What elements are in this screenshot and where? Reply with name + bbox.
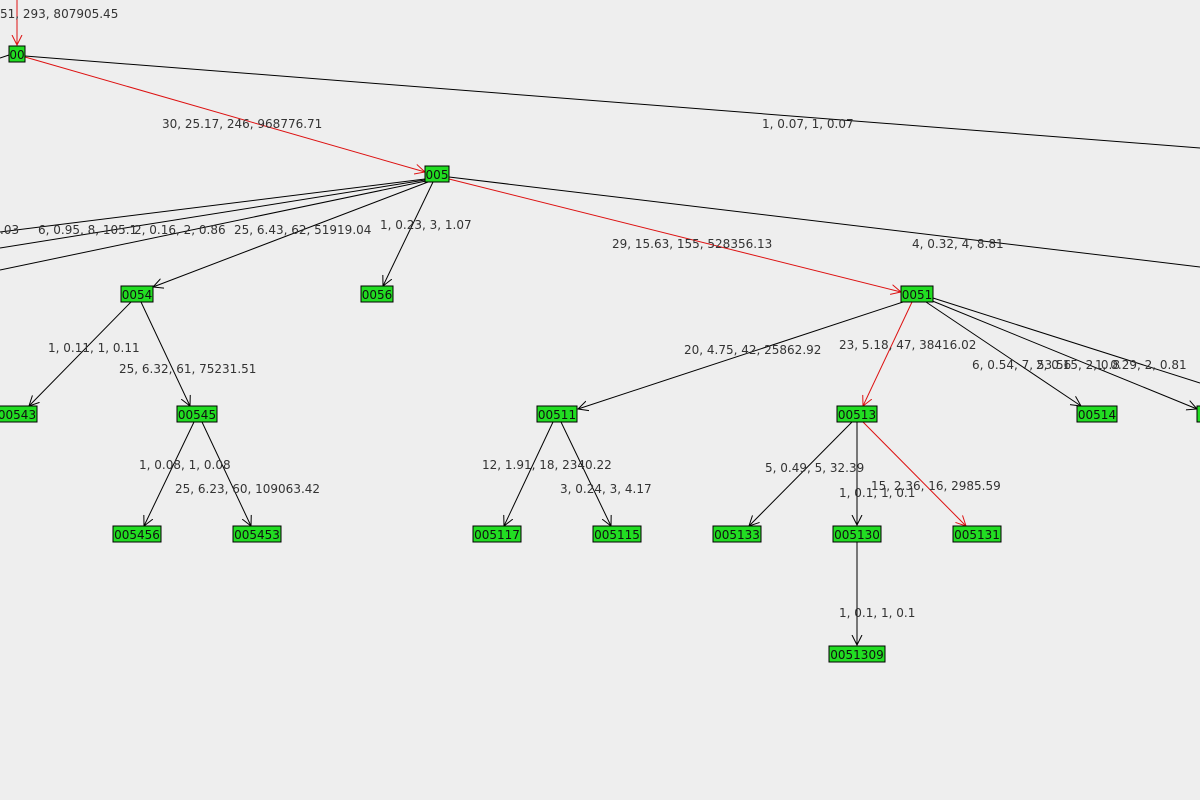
edge-00511-005115 bbox=[560, 421, 611, 526]
edge-0051-right2 bbox=[929, 299, 1197, 409]
edge-label-005-left2: 6, 0.95, 8, 105.1 bbox=[38, 223, 137, 237]
edge-label-005-right: 4, 0.32, 4, 8.81 bbox=[912, 237, 1004, 251]
edge-00545-005453 bbox=[201, 421, 251, 526]
node-label: 005456 bbox=[114, 528, 160, 542]
edge-0051-00513 bbox=[863, 301, 913, 406]
edge-005-left3 bbox=[0, 180, 427, 271]
node-label: 00543 bbox=[0, 408, 36, 422]
node-0051[interactable]: 0051 bbox=[900, 285, 934, 303]
edge-0051-right3 bbox=[932, 297, 1200, 384]
node-0056[interactable]: 0056 bbox=[360, 285, 394, 303]
edge-label-00-005: 30, 25.17, 246, 968776.71 bbox=[162, 117, 322, 131]
edge-label-005-left1: .03 bbox=[0, 223, 19, 237]
edge-label-00545-005453: 25, 6.23, 60, 109063.42 bbox=[175, 482, 320, 496]
edge-label-0054-00545: 25, 6.32, 61, 75231.51 bbox=[119, 362, 256, 376]
node-005115[interactable]: 005115 bbox=[592, 525, 642, 543]
edge-label-0051-right3: 1, 0.29, 2, 0.81 bbox=[1095, 358, 1187, 372]
node-00513[interactable]: 00513 bbox=[836, 405, 878, 423]
edge-00513-005131 bbox=[862, 421, 966, 526]
edge-0054-00545 bbox=[140, 301, 190, 406]
node-label: 00 bbox=[9, 48, 24, 62]
edge-00-right bbox=[24, 55, 1200, 149]
node-label: 00511 bbox=[538, 408, 576, 422]
node-label: 00545 bbox=[178, 408, 216, 422]
nodes: 00 005 0054 0056 0051 00543 00545 00511 bbox=[0, 45, 1200, 663]
edges bbox=[0, 0, 1200, 645]
node-label: 0051309 bbox=[830, 648, 883, 662]
edge-label-00545-005456: 1, 0.08, 1, 0.08 bbox=[139, 458, 231, 472]
node-0054[interactable]: 0054 bbox=[120, 285, 154, 303]
edge-00513-005133 bbox=[749, 421, 853, 526]
edge-label-0051-right2: 2, 0.15, 2, 0.8 bbox=[1036, 358, 1120, 372]
edge-label-top: 51, 293, 807905.45 bbox=[0, 7, 118, 21]
node-label: 0056 bbox=[362, 288, 393, 302]
edge-005-right bbox=[448, 176, 1200, 268]
edge-label-00513-005133: 5, 0.49, 5, 32.39 bbox=[765, 461, 864, 475]
node-label: 0051 bbox=[902, 288, 933, 302]
node-005130[interactable]: 005130 bbox=[832, 525, 882, 543]
edge-0051-00514 bbox=[925, 301, 1081, 406]
edge-0054-00543 bbox=[29, 301, 132, 406]
edge-label-005-0054: 25, 6.43, 62, 51919.04 bbox=[234, 223, 371, 237]
edge-label-005130-0051309: 1, 0.1, 1, 0.1 bbox=[839, 606, 915, 620]
node-00514[interactable]: 00514 bbox=[1076, 405, 1118, 423]
node-partial-right[interactable] bbox=[1196, 405, 1200, 423]
edge-labels: 51, 293, 807905.45 30, 25.17, 246, 96877… bbox=[0, 7, 1187, 620]
node-00511[interactable]: 00511 bbox=[536, 405, 578, 423]
node-005117[interactable]: 005117 bbox=[472, 525, 522, 543]
edge-label-00511-005115: 3, 0.24, 3, 4.17 bbox=[560, 482, 652, 496]
node-label: 005115 bbox=[594, 528, 640, 542]
edge-label-00-right: 1, 0.07, 1, 0.07 bbox=[762, 117, 854, 131]
node-label: 005117 bbox=[474, 528, 520, 542]
edge-00-left bbox=[0, 54, 10, 59]
node-005456[interactable]: 005456 bbox=[112, 525, 162, 543]
node-label: 005 bbox=[426, 168, 449, 182]
edge-label-0054-00543: 1, 0.11, 1, 0.11 bbox=[48, 341, 140, 355]
edge-00545-005456 bbox=[144, 421, 195, 526]
edge-005-left1 bbox=[0, 178, 426, 233]
edge-00-005 bbox=[24, 56, 425, 172]
edge-label-005-0051: 29, 15.63, 155, 528356.13 bbox=[612, 237, 772, 251]
node-00[interactable]: 00 bbox=[8, 45, 26, 63]
node-label: 00514 bbox=[1078, 408, 1116, 422]
edge-label-0051-00511: 20, 4.75, 42, 25862.92 bbox=[684, 343, 821, 357]
edge-label-005-left3: 2, 0.16, 2, 0.86 bbox=[134, 223, 226, 237]
node-label: 0054 bbox=[122, 288, 153, 302]
edge-label-00513-005131: 15, 2.36, 16, 2985.59 bbox=[871, 479, 1001, 493]
edge-label-00513-005130: 1, 0.1, 1, 0.1 bbox=[839, 486, 915, 500]
edge-005-0056 bbox=[383, 181, 434, 286]
edge-0051-00511 bbox=[578, 301, 904, 409]
edge-005-left2 bbox=[0, 179, 426, 249]
node-005[interactable]: 005 bbox=[424, 165, 450, 183]
edge-005-0051 bbox=[448, 178, 901, 292]
node-label: 005130 bbox=[834, 528, 880, 542]
edge-00511-005117 bbox=[504, 421, 554, 526]
node-0051309[interactable]: 0051309 bbox=[828, 645, 886, 663]
edge-label-00511-005117: 12, 1.91, 18, 2340.22 bbox=[482, 458, 612, 472]
edge-label-0051-00514: 6, 0.54, 7, 53.56 bbox=[972, 358, 1071, 372]
node-label: 005453 bbox=[234, 528, 280, 542]
node-005131[interactable]: 005131 bbox=[952, 525, 1002, 543]
node-00543[interactable]: 00543 bbox=[0, 405, 38, 423]
node-00545[interactable]: 00545 bbox=[176, 405, 218, 423]
node-005453[interactable]: 005453 bbox=[232, 525, 282, 543]
node-label: 00513 bbox=[838, 408, 876, 422]
node-label: 005131 bbox=[954, 528, 1000, 542]
edge-label-0051-00513: 23, 5.18, 47, 38416.02 bbox=[839, 338, 976, 352]
node-005133[interactable]: 005133 bbox=[712, 525, 762, 543]
node-label: 005133 bbox=[714, 528, 760, 542]
edge-label-005-0056: 1, 0.23, 3, 1.07 bbox=[380, 218, 472, 232]
edge-005-0054 bbox=[153, 181, 429, 287]
